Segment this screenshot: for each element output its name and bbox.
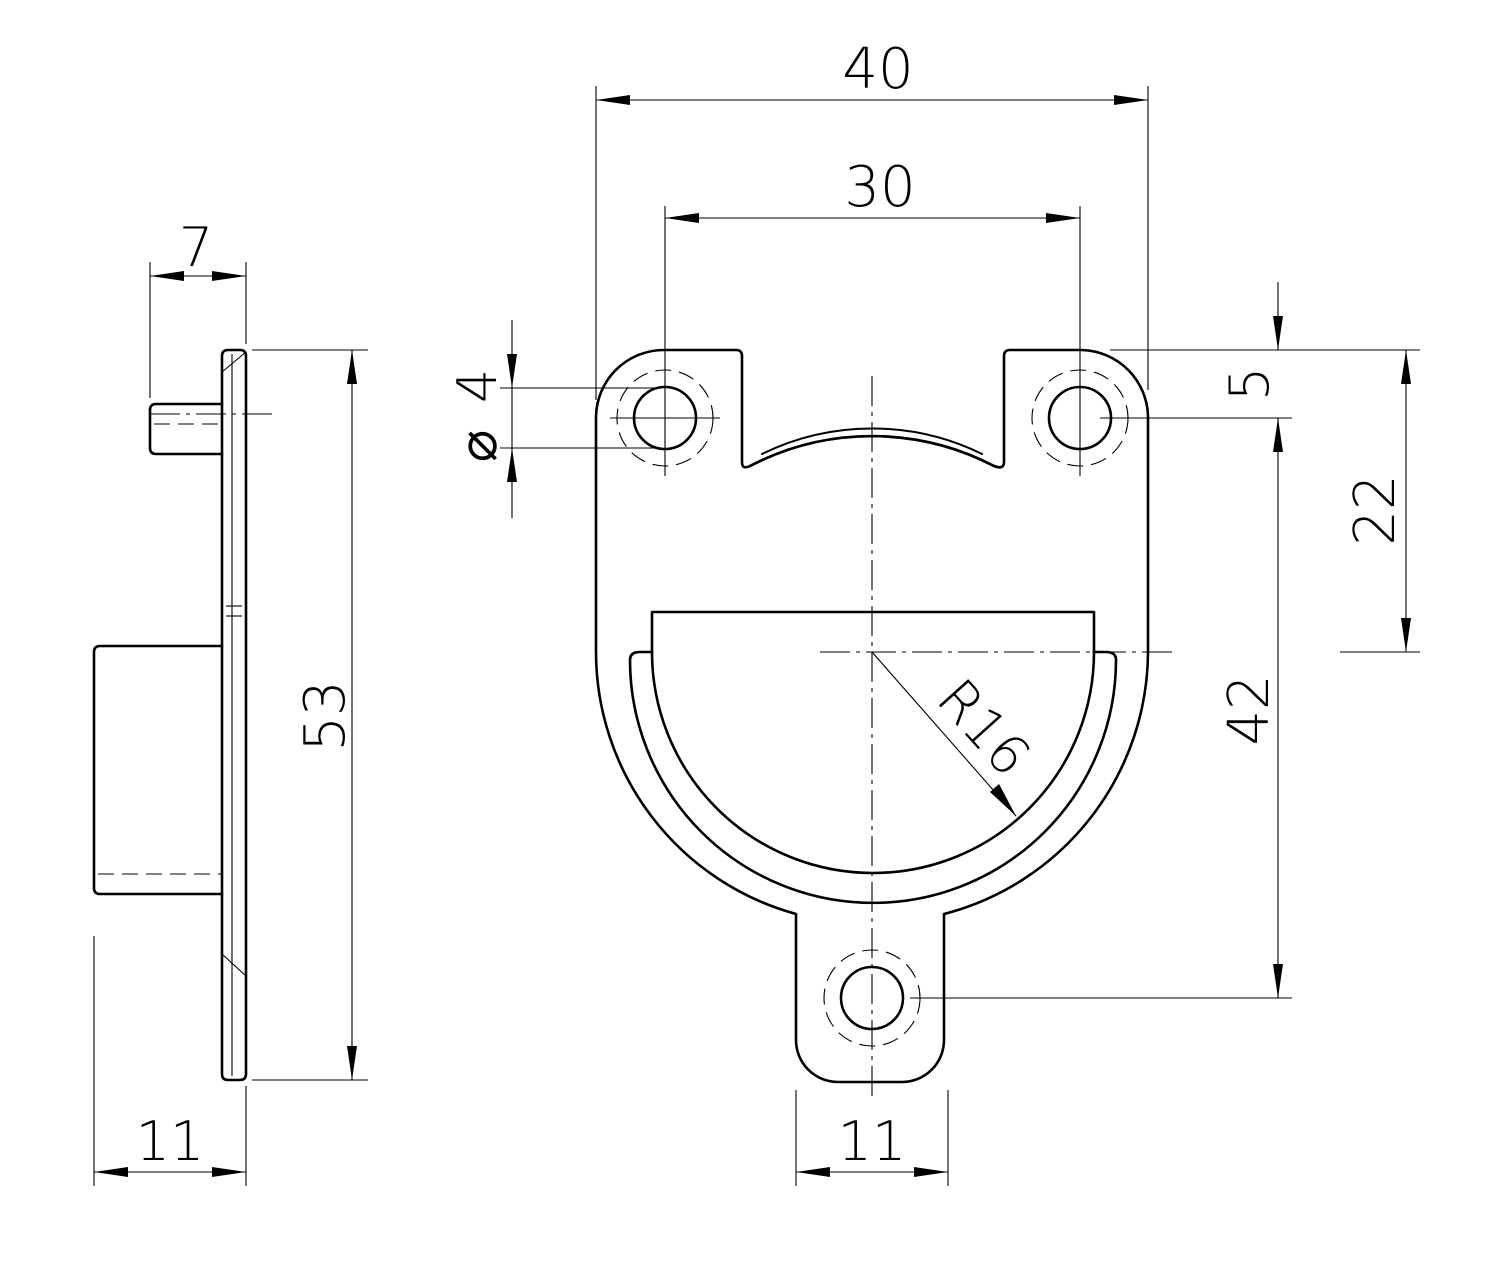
dim-hole-to-center: 22	[1343, 474, 1408, 545]
dim-hole-diameter: 4	[446, 369, 509, 403]
dim-side-depth: 11	[136, 1110, 205, 1173]
side-view	[92, 262, 368, 1186]
dim-side-height: 53	[293, 680, 358, 751]
dim-diameter-symbol: ⌀	[446, 430, 509, 463]
front-view	[500, 86, 1420, 1186]
dim-hole-edge-offset: 5	[1218, 367, 1281, 401]
dim-hole-to-bottom-hole: 42	[1217, 674, 1282, 745]
side-body	[92, 644, 224, 896]
dim-hole-spacing: 30	[844, 155, 915, 220]
dim-overall-width: 40	[842, 37, 913, 102]
dim-tab-width: 11	[838, 1110, 907, 1173]
side-plate	[220, 348, 248, 1082]
side-pin	[148, 402, 224, 456]
handle-recess	[650, 610, 1096, 654]
dim-radius: R16	[925, 667, 1043, 788]
dim-side-pin-length: 7	[179, 216, 213, 279]
handle-lip	[628, 658, 1118, 905]
